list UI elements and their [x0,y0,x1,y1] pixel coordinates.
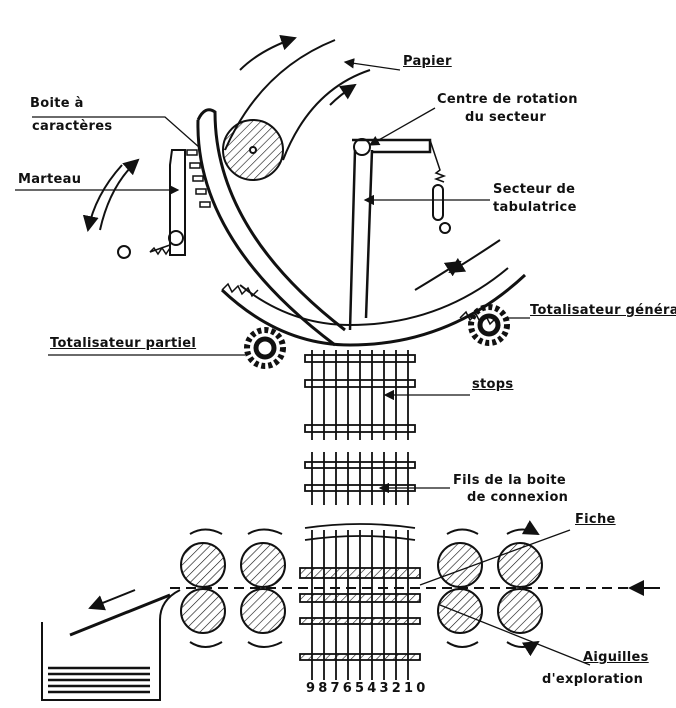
hammer [169,149,186,256]
label-digits: 9876543210 [306,681,429,696]
label-fils-2: de connexion [467,490,569,505]
label-boite-1: Boite à [30,96,84,111]
label-papier: Papier [403,54,452,69]
label-fils-1: Fils de la boite [453,473,566,488]
label-aiguilles-1: Aiguilles [583,650,649,665]
tabulator-sector [220,273,527,347]
stops [299,350,421,680]
general-totalizer-gear [468,304,510,346]
partial-totalizer-gear [244,327,286,369]
label-secteur-1: Secteur de [493,182,576,197]
label-fiche: Fiche [575,512,616,527]
card-rollers [180,530,542,648]
label-centre-1: Centre de rotation [437,92,578,107]
label-boite-2: caractères [32,119,113,134]
label-centre-2: du secteur [465,110,547,125]
label-totalisateur-partiel: Totalisateur partiel [50,336,197,351]
label-stops: stops [472,377,514,392]
label-totalisateur-general: Totalisateur général. [530,303,676,318]
label-secteur-2: tabulatrice [493,200,577,215]
label-aiguilles-2: d'exploration [542,672,644,687]
label-marteau: Marteau [18,172,82,187]
rotation-centre [353,138,371,156]
character-box [196,108,346,332]
sector-arm [348,138,432,331]
card-tray [41,589,181,701]
paper-roll [222,119,284,181]
